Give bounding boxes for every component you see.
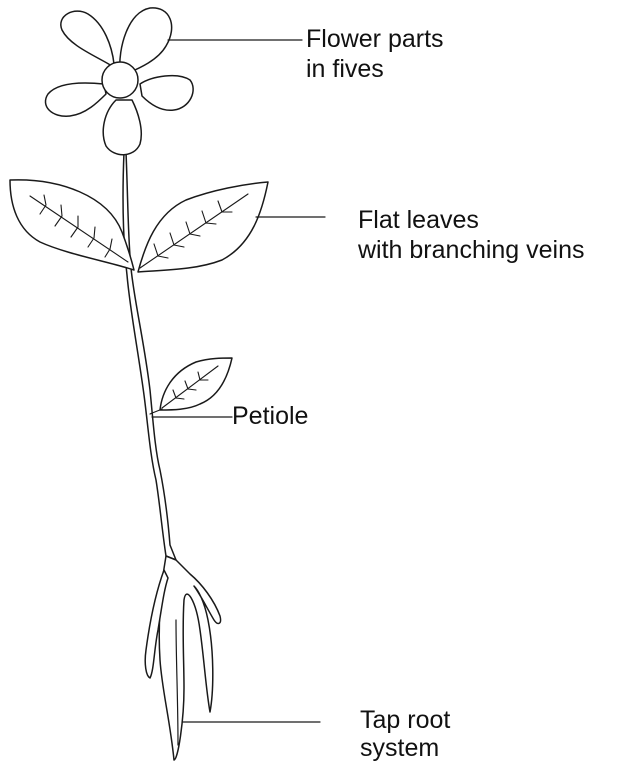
label-petiole: Petiole [232, 404, 308, 429]
label-flat-leaves-line1: Flat leaves [358, 208, 479, 233]
tap-root [145, 556, 220, 760]
flower-center [102, 62, 138, 98]
petal-right [140, 76, 193, 111]
label-tap-root-line1: Tap root [360, 708, 450, 733]
label-tap-root-line2: system [360, 736, 439, 761]
label-flower-parts-line1: Flower parts [306, 27, 444, 52]
label-flower-parts-line2: in fives [306, 57, 384, 82]
small-leaf [150, 358, 232, 414]
petal-top-left [61, 11, 114, 66]
leaf-left [10, 180, 134, 270]
flower [45, 8, 193, 155]
label-flat-leaves-line2: with branching veins [358, 238, 585, 263]
leaf-right [138, 182, 268, 272]
petal-bottom [103, 100, 141, 155]
petal-left [45, 83, 106, 116]
